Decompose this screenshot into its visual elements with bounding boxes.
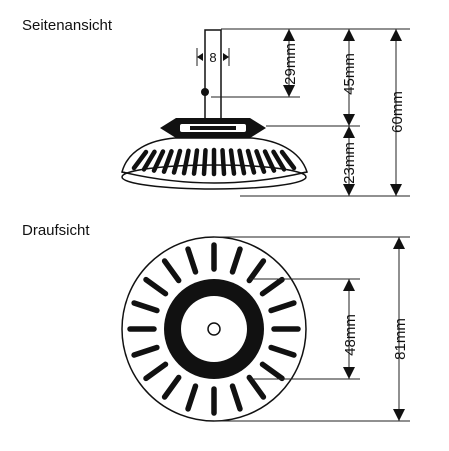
disc-slot <box>246 374 267 400</box>
bowl-slot <box>171 148 183 175</box>
disc-slot <box>268 344 297 358</box>
disc-slot <box>268 300 297 314</box>
rod-shaft <box>204 29 222 127</box>
rod-diameter-label: 8 <box>209 50 216 65</box>
bowl-slot <box>237 148 247 176</box>
bowl-slot <box>271 149 287 172</box>
disc-slot <box>131 300 160 314</box>
top-view: Draufsicht 48mm 81mm <box>22 222 410 422</box>
disc-slot <box>259 276 285 297</box>
side-view: Seitenansicht 8 <box>22 17 410 197</box>
side-view-dimensions <box>211 28 410 197</box>
top-view-dimensions <box>214 236 410 422</box>
disc-slot <box>143 361 169 382</box>
disc-slot <box>161 374 182 400</box>
rod-diameter-marker <box>196 48 230 66</box>
disc-slot <box>143 276 169 297</box>
bowl-slot <box>181 148 191 176</box>
bowl-slot <box>245 148 257 175</box>
dim-total-label: 60mm <box>389 91 406 133</box>
bowl-slot <box>131 149 149 171</box>
bowl-slot <box>141 149 157 172</box>
dim-inner-label: 48mm <box>342 314 359 356</box>
bowl-slot <box>191 148 200 176</box>
disc-slots <box>127 242 301 416</box>
center-hole <box>207 322 221 336</box>
bowl-slots <box>131 147 297 177</box>
disc-slot <box>229 383 243 412</box>
disc-slot <box>229 246 243 275</box>
side-view-title: Seitenansicht <box>22 17 113 34</box>
dim-rod-label: 29mm <box>282 43 299 85</box>
disc-slot <box>246 258 267 284</box>
bowl-slot <box>151 149 166 173</box>
bowl-slot <box>254 149 267 174</box>
bowl-slot <box>220 148 227 177</box>
disc-slot <box>185 383 199 412</box>
rod-pin-dot <box>201 88 209 96</box>
bowl-slot <box>161 149 174 174</box>
dim-lower-label: 23mm <box>341 142 358 184</box>
bowl-slot <box>201 148 208 177</box>
dim-top-label: 45mm <box>341 53 358 95</box>
bowl-slot <box>228 148 237 176</box>
disc-slot <box>131 344 160 358</box>
disc-slot <box>259 361 285 382</box>
cap-ring <box>160 118 266 138</box>
bowl-slot <box>262 149 277 173</box>
bowl-slot <box>279 149 297 171</box>
disc-slot <box>185 246 199 275</box>
top-view-title: Draufsicht <box>22 222 90 239</box>
strainer-bowl <box>121 137 308 190</box>
dim-outer-label: 81mm <box>392 318 409 360</box>
disc-slot <box>161 258 182 284</box>
